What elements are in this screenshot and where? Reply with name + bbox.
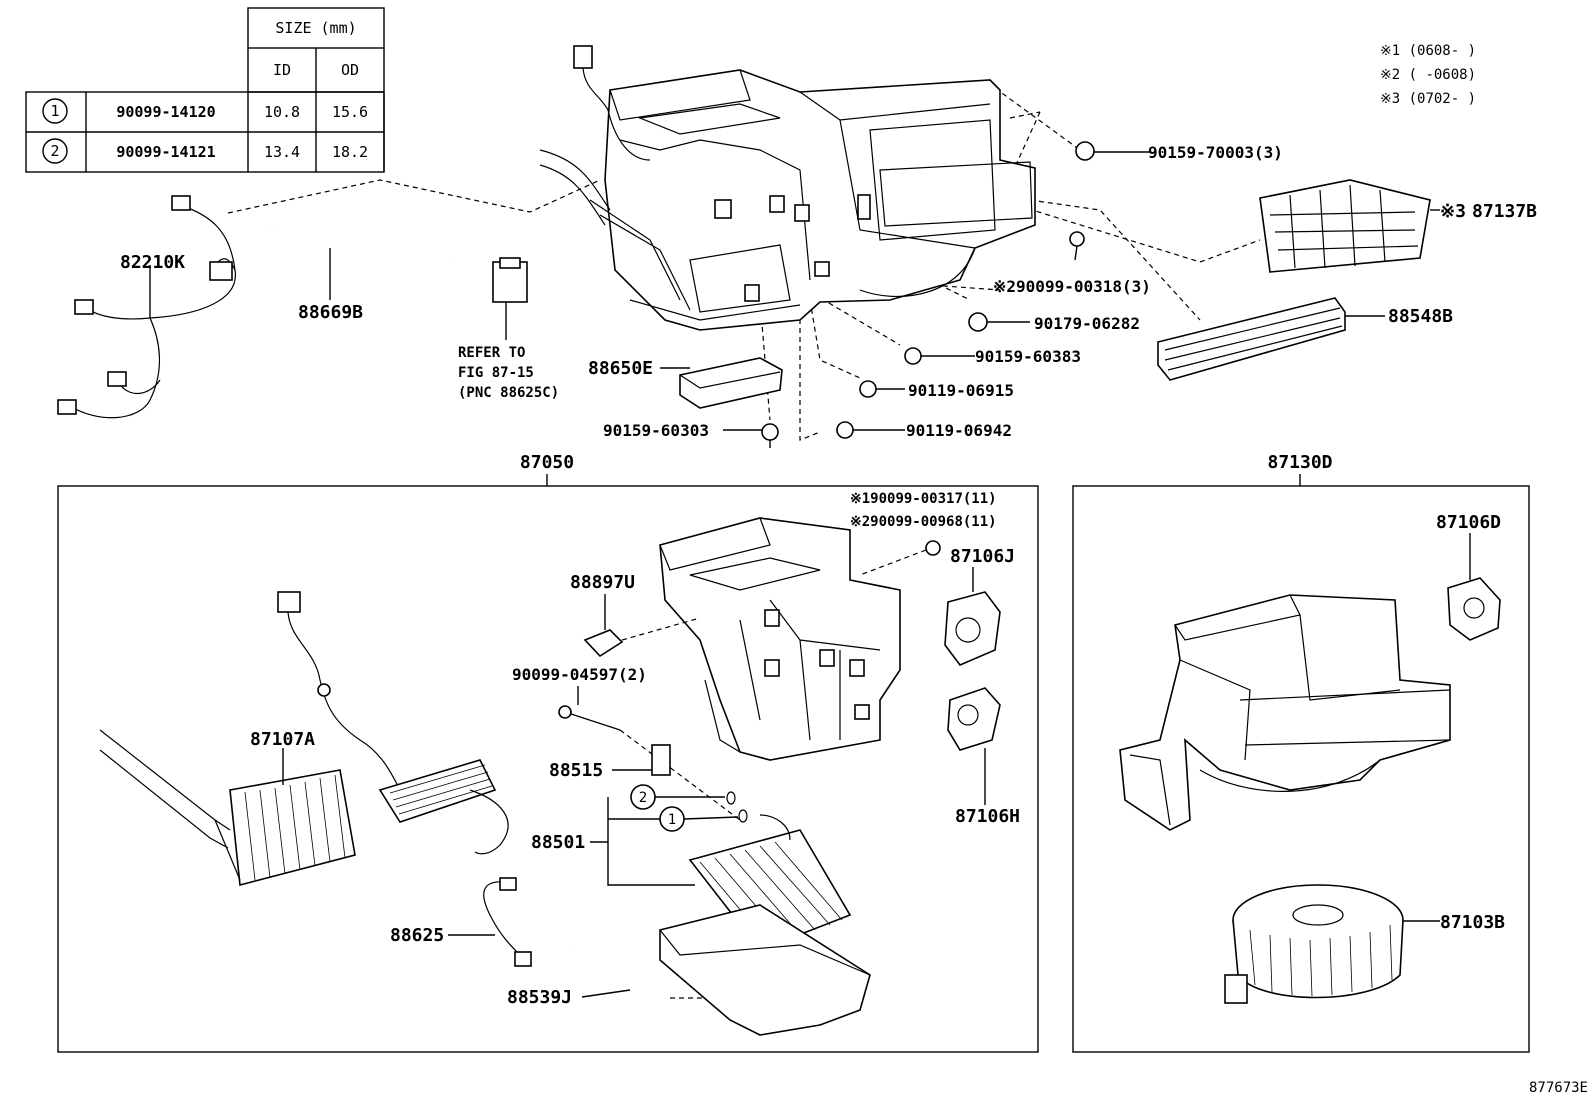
assembly-87130d: 87106D 87103B	[1119, 512, 1505, 1004]
label-87050: 87050	[520, 452, 574, 473]
label-88897u: 88897U	[570, 572, 635, 593]
label-87107a: 87107A	[250, 729, 315, 750]
size-table: SIZE (mm) ID OD 1 90099-14120 10.8 15.6 …	[25, 7, 385, 173]
size-table-od: 18.2	[332, 143, 368, 161]
label-87106j: 87106J	[950, 546, 1015, 567]
assembly-87050: ※190099-00317(11) ※290099-00968(11) 8710…	[99, 491, 1020, 1036]
label-87137b: 87137B	[1472, 201, 1537, 222]
applicability-notes: ※1 (0608- ) ※2 ( -0608) ※3 (0702- )	[1380, 43, 1476, 107]
note-3: ※3 (0702- )	[1380, 91, 1476, 107]
size-table-id: 10.8	[264, 103, 300, 121]
label-88539j: 88539J	[507, 987, 572, 1008]
label-90099-00968: ※290099-00968(11)	[850, 514, 997, 530]
hose-88669b: 88669B REFER TO FIG 87-15 (PNC 88625C)	[270, 223, 559, 401]
label-90159-70003: 90159-70003(3)	[1148, 143, 1283, 162]
size-table-od: 15.6	[332, 103, 368, 121]
size-table-id: 13.4	[264, 143, 300, 161]
amplifier-88650e: 88650E 90159-60303	[588, 357, 783, 448]
label-88669b: 88669B	[298, 302, 363, 323]
label-refer-3: (PNC 88625C)	[458, 385, 559, 401]
label-88501: 88501	[531, 832, 585, 853]
ring-mark-1: 1	[668, 812, 676, 828]
label-87130d: 87130D	[1267, 452, 1332, 473]
size-table-header: SIZE (mm)	[275, 19, 356, 37]
label-90179-06282: 90179-06282	[1034, 314, 1140, 333]
filter-87137b: ※3 87137B	[1259, 179, 1537, 273]
label-82210k: 82210K	[120, 252, 185, 273]
filter-88548b: 88548B	[1157, 297, 1453, 381]
label-refer-1: REFER TO	[458, 345, 525, 361]
label-90099-04597: 90099-04597(2)	[512, 665, 647, 684]
hvac-unit-top	[539, 45, 1036, 331]
label-90099-00318: ※290099-00318(3)	[993, 277, 1151, 296]
size-table-col-id: ID	[273, 61, 291, 79]
label-87106d: 87106D	[1436, 512, 1501, 533]
label-87106h: 87106H	[955, 806, 1020, 827]
label-90159-60383: 90159-60383	[975, 347, 1081, 366]
label-refer-2: FIG 87-15	[458, 365, 534, 381]
label-90159-60303: 90159-60303	[603, 421, 709, 440]
label-88625: 88625	[390, 925, 444, 946]
assembly-box-87050	[57, 485, 1039, 1053]
diagram-id: 877673E	[1529, 1080, 1588, 1096]
label-88650e: 88650E	[588, 358, 653, 379]
label-87137b-mark: ※3	[1440, 201, 1466, 222]
size-table-part: 90099-14120	[116, 103, 215, 121]
label-90119-06942: 90119-06942	[906, 421, 1012, 440]
label-88548b: 88548B	[1388, 306, 1453, 327]
label-90119-06915: 90119-06915	[908, 381, 1014, 400]
label-87103b: 87103B	[1440, 912, 1505, 933]
label-88515: 88515	[549, 760, 603, 781]
note-2: ※2 ( -0608)	[1380, 67, 1476, 83]
top-fasteners: 90159-70003(3) ※290099-00318(3) 90179-06…	[836, 141, 1283, 440]
assembly-box-87130d	[1072, 485, 1530, 1053]
size-table-part: 90099-14121	[116, 143, 215, 161]
size-table-col-od: OD	[341, 61, 359, 79]
size-table-mark: 1	[50, 102, 59, 120]
ring-mark-2: 2	[639, 790, 647, 806]
note-1: ※1 (0608- )	[1380, 43, 1476, 59]
wire-harness-82210k: 82210K	[57, 195, 236, 419]
size-table-mark: 2	[50, 142, 59, 160]
label-90099-00317: ※190099-00317(11)	[850, 491, 997, 507]
